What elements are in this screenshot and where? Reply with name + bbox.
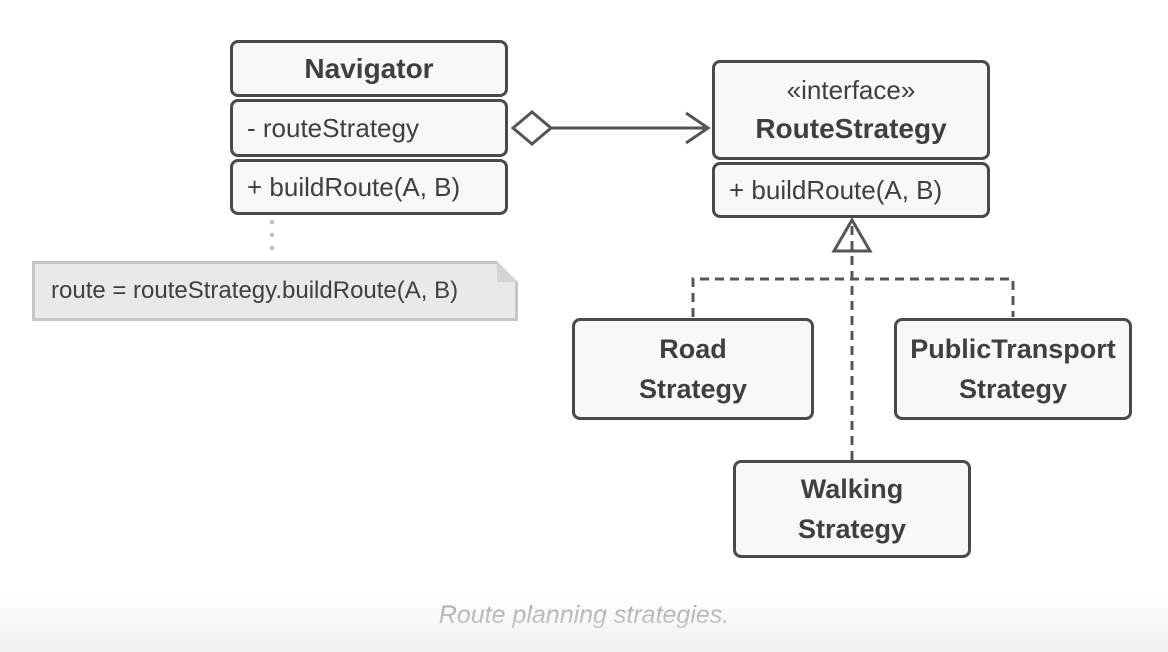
public-transport-strategy-name-line2: Strategy [958, 374, 1068, 404]
route-strategy-interface: «interface» RouteStrategy + buildRoute(A… [712, 60, 990, 218]
walking-strategy-name-line2: Strategy [797, 514, 907, 544]
caption: Route planning strategies. [438, 601, 730, 629]
interface-stereotype: «interface» [786, 74, 916, 105]
navigator-class: Navigator - routeStrategy + buildRoute(A… [230, 40, 508, 215]
open-arrowhead-icon [685, 111, 711, 145]
road-strategy-name: Road Strategy [572, 318, 814, 420]
public-transport-strategy-name-line1: PublicTransport [910, 334, 1116, 364]
aggregation-diamond-icon [510, 110, 554, 146]
interface-title: RouteStrategy [755, 112, 947, 144]
road-strategy-name-line2: Strategy [638, 374, 748, 404]
navigator-title: Navigator [230, 40, 508, 97]
walking-strategy-name-line1: Walking [800, 474, 904, 504]
realization-line-branch [691, 277, 1015, 317]
walking-strategy-class: Walking Strategy [733, 460, 971, 558]
interface-header: «interface» RouteStrategy [712, 60, 990, 160]
navigator-attribute: - routeStrategy [230, 99, 508, 157]
road-strategy-class: Road Strategy [572, 318, 814, 420]
realization-triangle-icon [831, 217, 873, 253]
road-strategy-name-line1: Road [659, 334, 727, 364]
note: route = routeStrategy.buildRoute(A, B) [32, 261, 518, 321]
navigator-method: + buildRoute(A, B) [230, 159, 508, 215]
interface-method: + buildRoute(A, B) [712, 162, 990, 218]
public-transport-strategy-name: PublicTransport Strategy [894, 318, 1132, 420]
walking-strategy-name: Walking Strategy [733, 460, 971, 558]
note-text: route = routeStrategy.buildRoute(A, B) [51, 277, 459, 304]
public-transport-strategy-class: PublicTransport Strategy [894, 318, 1132, 420]
